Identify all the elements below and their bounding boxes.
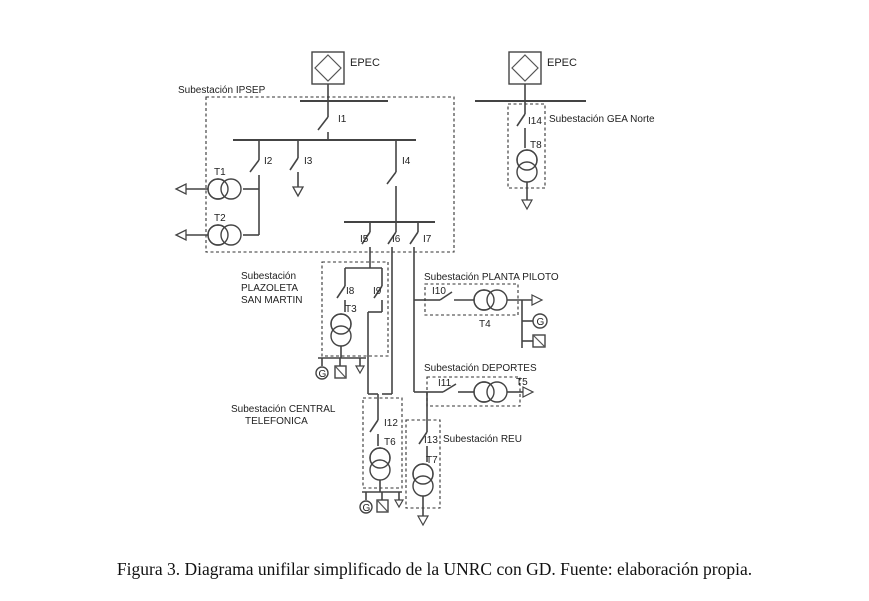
substation-deportes: Subestación DEPORTES I11 T5 <box>424 363 537 407</box>
transformer-label-t8: T8 <box>530 140 542 151</box>
central-label-1: Subestación CENTRAL <box>231 404 336 415</box>
substation-central-telefonica: Subestación CENTRAL TELEFONICA I12 T6 G <box>231 397 405 514</box>
switch-label-i2: I2 <box>264 156 273 167</box>
epec-label-1: EPEC <box>350 57 380 69</box>
substation-ipsep: Subestación IPSEP I1 I2 T1 T2 <box>174 85 455 253</box>
substation-reu: Subestación REU I13 T7 <box>405 419 522 527</box>
substation-plazoleta: Subestación PLAZOLETA SAN MARTIN I8 I9 T… <box>241 261 389 380</box>
switch-label-i7: I7 <box>423 234 432 245</box>
figure-caption: Figura 3. Diagrama unifilar simplificado… <box>116 559 753 579</box>
switch-label-i5: I5 <box>360 234 369 245</box>
central-label-2: TELEFONICA <box>245 416 308 427</box>
substation-planta-piloto: Subestación PLANTA PILOTO I10 T4 G <box>424 272 559 348</box>
switch-label-i14: I14 <box>528 116 542 127</box>
transformer-label-t7: T7 <box>426 455 438 466</box>
switch-label-i4: I4 <box>402 156 411 167</box>
switch-label-i13: I13 <box>424 435 438 446</box>
transformer-label-t2: T2 <box>214 213 226 224</box>
generator-label-planta: G <box>537 317 545 328</box>
plazoleta-label-3: SAN MARTIN <box>241 295 303 306</box>
plazoleta-label-1: Subestación <box>241 271 296 282</box>
transformer-label-t6: T6 <box>384 437 396 448</box>
transformer-label-t1: T1 <box>214 167 226 178</box>
epec-source-1: EPEC <box>311 51 380 101</box>
switch-label-i6: I6 <box>392 234 401 245</box>
planta-piloto-label: Subestación PLANTA PILOTO <box>424 272 559 283</box>
ipsep-label: Subestación IPSEP <box>178 85 266 96</box>
switch-label-i11: I11 <box>438 378 452 389</box>
switch-label-i3: I3 <box>304 156 313 167</box>
plazoleta-label-2: PLAZOLETA <box>241 283 298 294</box>
switch-label-i8: I8 <box>346 286 355 297</box>
transformer-label-t3: T3 <box>345 304 357 315</box>
switch-label-i10: I10 <box>432 286 446 297</box>
transformer-label-t5: T5 <box>516 377 528 388</box>
switch-label-i1: I1 <box>338 114 347 125</box>
epec-label-2: EPEC <box>547 57 577 69</box>
transformer-label-t4: T4 <box>479 319 491 330</box>
generator-label-plazoleta: G <box>319 369 327 380</box>
epec-source-2: EPEC <box>508 51 577 101</box>
feeders <box>345 247 428 432</box>
reu-label: Subestación REU <box>443 434 522 445</box>
gea-norte-label: Subestación GEA Norte <box>549 114 655 125</box>
substation-gea-norte: I14 Subestación GEA Norte T8 <box>475 100 655 211</box>
generator-label-central: G <box>363 503 371 514</box>
switch-label-i9: I9 <box>373 286 382 297</box>
switch-label-i12: I12 <box>384 418 398 429</box>
deportes-label: Subestación DEPORTES <box>424 363 537 374</box>
